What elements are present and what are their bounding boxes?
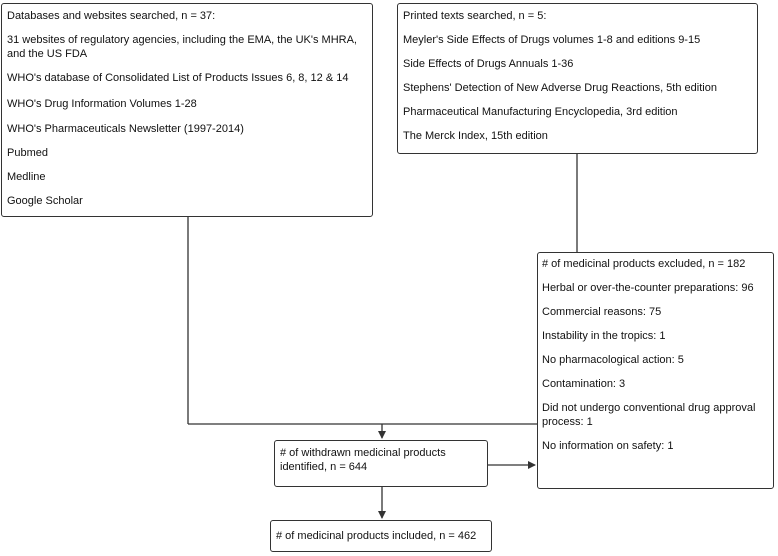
- databases-title: Databases and websites searched, n = 37:: [7, 10, 216, 22]
- databases-box: Databases and websites searched, n = 37:…: [1, 3, 373, 217]
- excluded-item: Did not undergo conventional drug approv…: [542, 402, 756, 428]
- databases-item: Google Scholar: [7, 195, 83, 207]
- included-text: # of medicinal products included, n = 46…: [276, 530, 477, 542]
- excluded-box: # of medicinal products excluded, n = 18…: [537, 252, 774, 489]
- printed-item: Pharmaceutical Manufacturing Encyclopedi…: [403, 106, 678, 118]
- databases-item: WHO's database of Consolidated List of P…: [7, 72, 349, 84]
- excluded-item: No information on safety: 1: [542, 440, 674, 452]
- databases-item: 31 websites of regulatory agencies, incl…: [7, 34, 357, 60]
- printed-item: The Merck Index, 15th edition: [403, 130, 548, 142]
- withdrawn-text: # of withdrawn medicinal products identi…: [280, 447, 446, 473]
- excluded-item: Contamination: 3: [542, 378, 626, 390]
- printed-texts-box: Printed texts searched, n = 5: Meyler's …: [397, 3, 758, 154]
- excluded-title: # of medicinal products excluded, n = 18…: [542, 258, 746, 270]
- databases-item: WHO's Pharmaceuticals Newsletter (1997-2…: [7, 123, 244, 135]
- printed-item: Meyler's Side Effects of Drugs volumes 1…: [403, 34, 701, 46]
- printed-item: Stephens' Detection of New Adverse Drug …: [403, 82, 717, 94]
- included-box: # of medicinal products included, n = 46…: [270, 520, 492, 552]
- databases-item: WHO's Drug Information Volumes 1-28: [7, 98, 197, 110]
- printed-title: Printed texts searched, n = 5:: [403, 10, 547, 22]
- excluded-item: Instability in the tropics: 1: [542, 330, 666, 342]
- excluded-item: No pharmacological action: 5: [542, 354, 684, 366]
- printed-item: Side Effects of Drugs Annuals 1-36: [403, 58, 574, 70]
- withdrawn-box: # of withdrawn medicinal products identi…: [274, 440, 488, 487]
- databases-item: Medline: [7, 171, 46, 183]
- excluded-item: Herbal or over-the-counter preparations:…: [542, 282, 754, 294]
- databases-item: Pubmed: [7, 147, 48, 159]
- excluded-item: Commercial reasons: 75: [542, 306, 662, 318]
